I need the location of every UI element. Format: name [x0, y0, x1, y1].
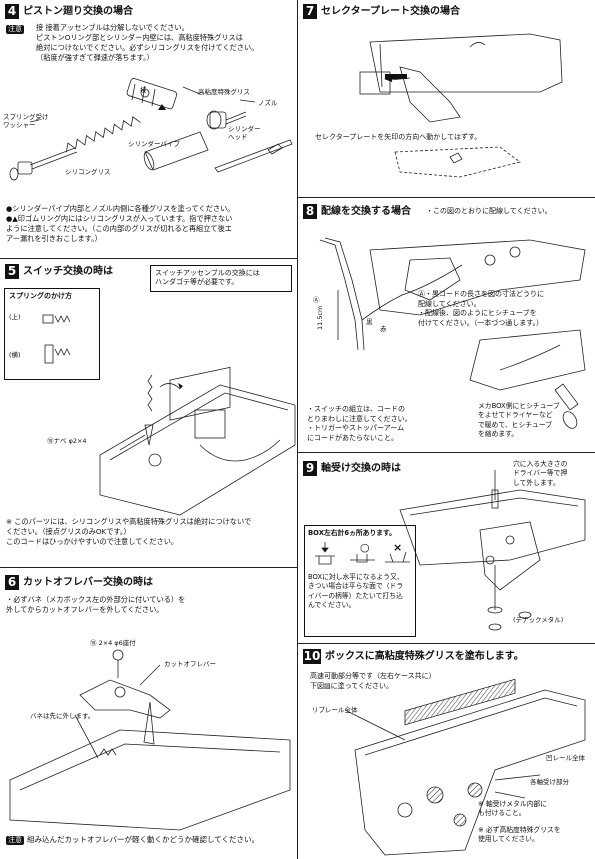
red-wire-label: 赤	[380, 325, 387, 333]
bearing-box-text: BOXに対し水平になるよう又、 きつい場合は平らな面で（ドラ イバーの柄等）たた…	[308, 573, 404, 610]
grease-note-2: ※ 必ず高粘度特殊グリスを 使用してください。	[478, 826, 561, 844]
top-view-label: (上)	[9, 313, 21, 321]
bearing-count-box: BOX左右計6ヵ所あります。 ○ × BOXに対し水平になるよう又、 きつい場合…	[304, 525, 416, 637]
notice-badge: 注意	[6, 836, 24, 846]
section-number: 10	[303, 649, 321, 664]
section-title: カットオフレバー交換の時は	[23, 576, 153, 588]
section-10-heading: 10 ボックスに高粘度特殊グリスを塗布します。	[303, 649, 524, 664]
tenac-metal-label: (テナックメタル)	[513, 616, 564, 624]
section-number: 5	[5, 264, 19, 279]
spring-first-label: バネは先に外します。	[30, 712, 95, 720]
section-6-heading: 6 カットオフレバー交換の時は	[5, 575, 153, 590]
rib-rail-label: リブレール全体	[312, 706, 358, 714]
section-title: 軸受け交換の時は	[321, 462, 401, 474]
section-title: ボックスに高粘度特殊グリスを塗布します。	[325, 650, 524, 662]
gearbox-grease-diagram	[344, 678, 586, 856]
grease-note-1: ※ 軸受けメタル内部に も付けること。	[478, 800, 548, 818]
section-4-bullets: ●シリンダーパイプ内部とノズル内側に各種グリスを塗ってください。 ●▲印ゴムリン…	[6, 204, 235, 243]
section-divider	[297, 452, 595, 453]
side-view-label: (横)	[9, 351, 21, 359]
point-a-label: Ⓐ	[313, 296, 320, 304]
wiring-a-notes: Ⓐ・黒コードの長さを図の寸法どうりに 配線してください。 ・配線後、図のようにヒ…	[418, 290, 544, 327]
wiring-diagram	[319, 237, 586, 429]
section-number: 4	[5, 4, 19, 19]
section-5-note: ※ このパーツには、シリコングリスや高粘度特殊グリスは絶対につけないで ください…	[6, 517, 252, 546]
section-title: ピストン廻り交換の場合	[23, 5, 133, 17]
piston-assembly-diagram	[9, 78, 293, 181]
bearing-diagram	[399, 470, 586, 631]
u-rail-label: 凹レール全体	[546, 754, 585, 762]
spring-washer-label: スプリング受け ワッシャー	[3, 113, 49, 129]
soldering-note-box: スイッチアッセンブルの交換には ハンダゴテ等が必要です。	[150, 265, 292, 292]
bearing-box-title: BOX左右計6ヵ所あります。	[308, 529, 396, 537]
section-8-heading: 8 配線を交換する場合	[303, 204, 411, 219]
selector-caption: セレクタープレートを矢印の方向へ動かしてはずす。	[315, 133, 482, 141]
section-9-heading: 9 軸受け交換の時は	[303, 461, 401, 476]
spring-hook-box: スプリングのかけ方 (上) (横)	[4, 288, 100, 380]
ok-mark: ○	[360, 541, 370, 554]
notice-badge: 注意	[6, 25, 24, 35]
section-4-notice-text: 接 接着アッセンブルは分解しないでください。 ピストンOリング部とシリンダー内壁…	[36, 23, 259, 62]
section-divider	[297, 197, 595, 198]
section-number: 9	[303, 461, 317, 476]
section-divider	[0, 258, 297, 259]
black-wire-label: 黒	[366, 318, 373, 326]
section-10-sub: 高速可動部分等です（左右ケース共に） 下図▨に塗ってください。	[310, 672, 436, 690]
spring-hook-diagram	[42, 314, 71, 364]
section-4-heading: 4 ピストン廻り交換の場合	[5, 4, 133, 19]
footer-note: 注意組み込んだカットオフレバーが軽く動くかどうか確認してください。	[6, 835, 260, 846]
wiring-subtitle: ・この図のとおりに配線してください。	[426, 207, 552, 215]
bearing-fit-examples	[315, 542, 410, 565]
cylinder-head-label: シリンダー ヘッド	[228, 125, 261, 141]
section-title: セレクタープレート交換の場合	[321, 5, 460, 17]
section-6-intro: ・必ずバネ（メカボックス左の外部分に付いている）を 外してからカットオフレバーを…	[6, 595, 186, 614]
silicon-grease-label: シリコングリス	[65, 168, 111, 176]
setsu-mark: 接	[140, 86, 147, 94]
dimension-label: 11.5cm	[316, 305, 324, 330]
shrink-tube-note: メカBOX側にヒシチューブ をよせてドライヤーなど で暖めて、ヒシチューブ を縮…	[478, 402, 560, 439]
cutoff-screw-label: ⑱ 2×4 φ6座付	[90, 639, 136, 647]
section-title: スイッチ交換の時は	[23, 265, 113, 277]
section-7-heading: 7 セレクタープレート交換の場合	[303, 4, 460, 19]
cutoff-lever-label: カットオフレバー	[164, 660, 216, 668]
switch-screw-label: ⑱ナベ φ2×4	[47, 437, 87, 445]
footer-note-text: 組み込んだカットオフレバーが軽く動くかどうか確認してください。	[27, 835, 260, 844]
selector-plate-diagram	[359, 33, 563, 178]
grease-label: 高粘度特殊グリス	[198, 88, 250, 96]
spring-hook-title: スプリングのかけ方	[9, 292, 72, 300]
section-number: 7	[303, 4, 317, 19]
section-number: 6	[5, 575, 19, 590]
section-5-heading: 5 スイッチ交換の時は	[5, 264, 113, 279]
switch-routing-notes: ・スイッチの組立は、コードの とりまわしに注意してください。 ・トリガーやストッ…	[307, 405, 412, 442]
bearing-parts-label: 各軸受け部分	[530, 778, 569, 786]
section-number: 8	[303, 204, 317, 219]
ng-mark: ×	[393, 541, 403, 554]
section-divider	[0, 567, 297, 568]
cylinder-pipe-label: シリンダーパイプ	[128, 140, 180, 148]
driver-tip: 穴に入る大きさの ドライバー等で押 して外します。	[513, 460, 568, 487]
switch-assembly-diagram	[99, 366, 296, 516]
section-title: 配線を交換する場合	[321, 205, 411, 217]
nozzle-label: ノズル	[258, 99, 278, 107]
column-divider	[297, 0, 298, 859]
section-divider	[297, 643, 595, 644]
cutoff-lever-diagram	[9, 649, 291, 831]
